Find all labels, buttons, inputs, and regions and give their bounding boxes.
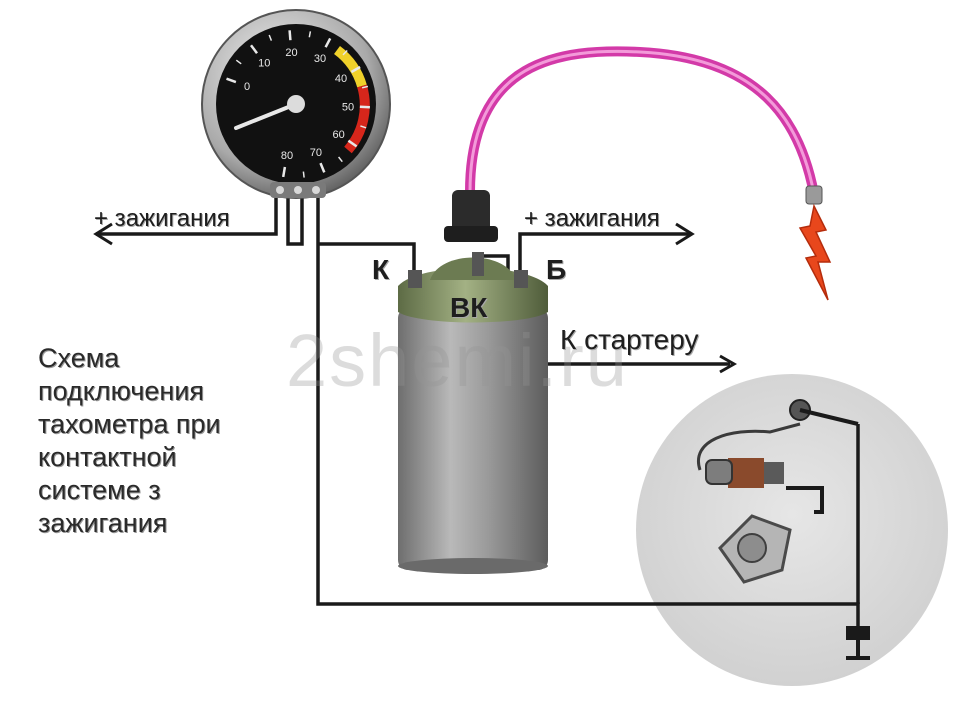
tach-terminal-3: [312, 186, 320, 194]
tachometer-tick: [283, 167, 285, 177]
caption-line: системе з: [38, 474, 298, 507]
tach-terminal-2: [294, 186, 302, 194]
high-voltage-wire-shine: [470, 51, 814, 194]
terminal-b-post: [514, 270, 528, 288]
breaker-contacts: [728, 458, 764, 488]
caption-line: тахометра при: [38, 408, 298, 441]
tachometer-tick: [290, 30, 291, 40]
tachometer: 0 10 20 30 40 50 60 70 80: [202, 10, 390, 198]
caption-line: Схема: [38, 342, 298, 375]
distributor-disc: [636, 374, 948, 686]
right-ignition-label: + зажигания: [524, 205, 660, 233]
tachometer-scale-label: 10: [258, 58, 270, 70]
caption-line: контактной: [38, 441, 298, 474]
tachometer-scale-label: 70: [310, 147, 322, 159]
hv-wire-terminal: [806, 186, 822, 204]
terminal-k-label: К: [372, 254, 389, 286]
terminal-b-label: Б: [546, 254, 566, 286]
hv-boot: [452, 190, 490, 232]
distributor: [636, 374, 948, 686]
tachometer-scale-label: 60: [332, 129, 344, 141]
coil-bottom: [398, 558, 548, 574]
tachometer-scale-label: 40: [335, 73, 347, 85]
tachometer-scale-label: 30: [314, 53, 326, 65]
spark-icon: [800, 206, 830, 300]
tachometer-hub: [287, 95, 305, 113]
tachometer-tick: [303, 172, 304, 178]
tachometer-scale-label: 20: [285, 47, 297, 59]
caption-line: зажигания: [38, 507, 298, 540]
breaker-pivot: [706, 460, 732, 484]
starter-label: К стартеру: [560, 324, 698, 356]
left-ignition-label: + зажигания: [94, 205, 230, 233]
breaker-terminal: [764, 462, 784, 484]
terminal-vk-post: [472, 252, 484, 276]
tachometer-scale-label: 50: [342, 101, 354, 113]
diagram-caption: Схема подключения тахометра при контактн…: [38, 342, 298, 540]
terminal-vk-label: ВК: [450, 292, 487, 324]
tachometer-scale-label: 80: [281, 150, 293, 162]
tachometer-scale-label: 0: [244, 81, 250, 93]
caption-line: подключения: [38, 375, 298, 408]
tach-to-k-wire: [318, 244, 414, 278]
hv-boot-base: [444, 226, 498, 242]
tach-terminal-1: [276, 186, 284, 194]
terminal-k-post: [408, 270, 422, 288]
tach-ignition-wire: [288, 196, 302, 244]
